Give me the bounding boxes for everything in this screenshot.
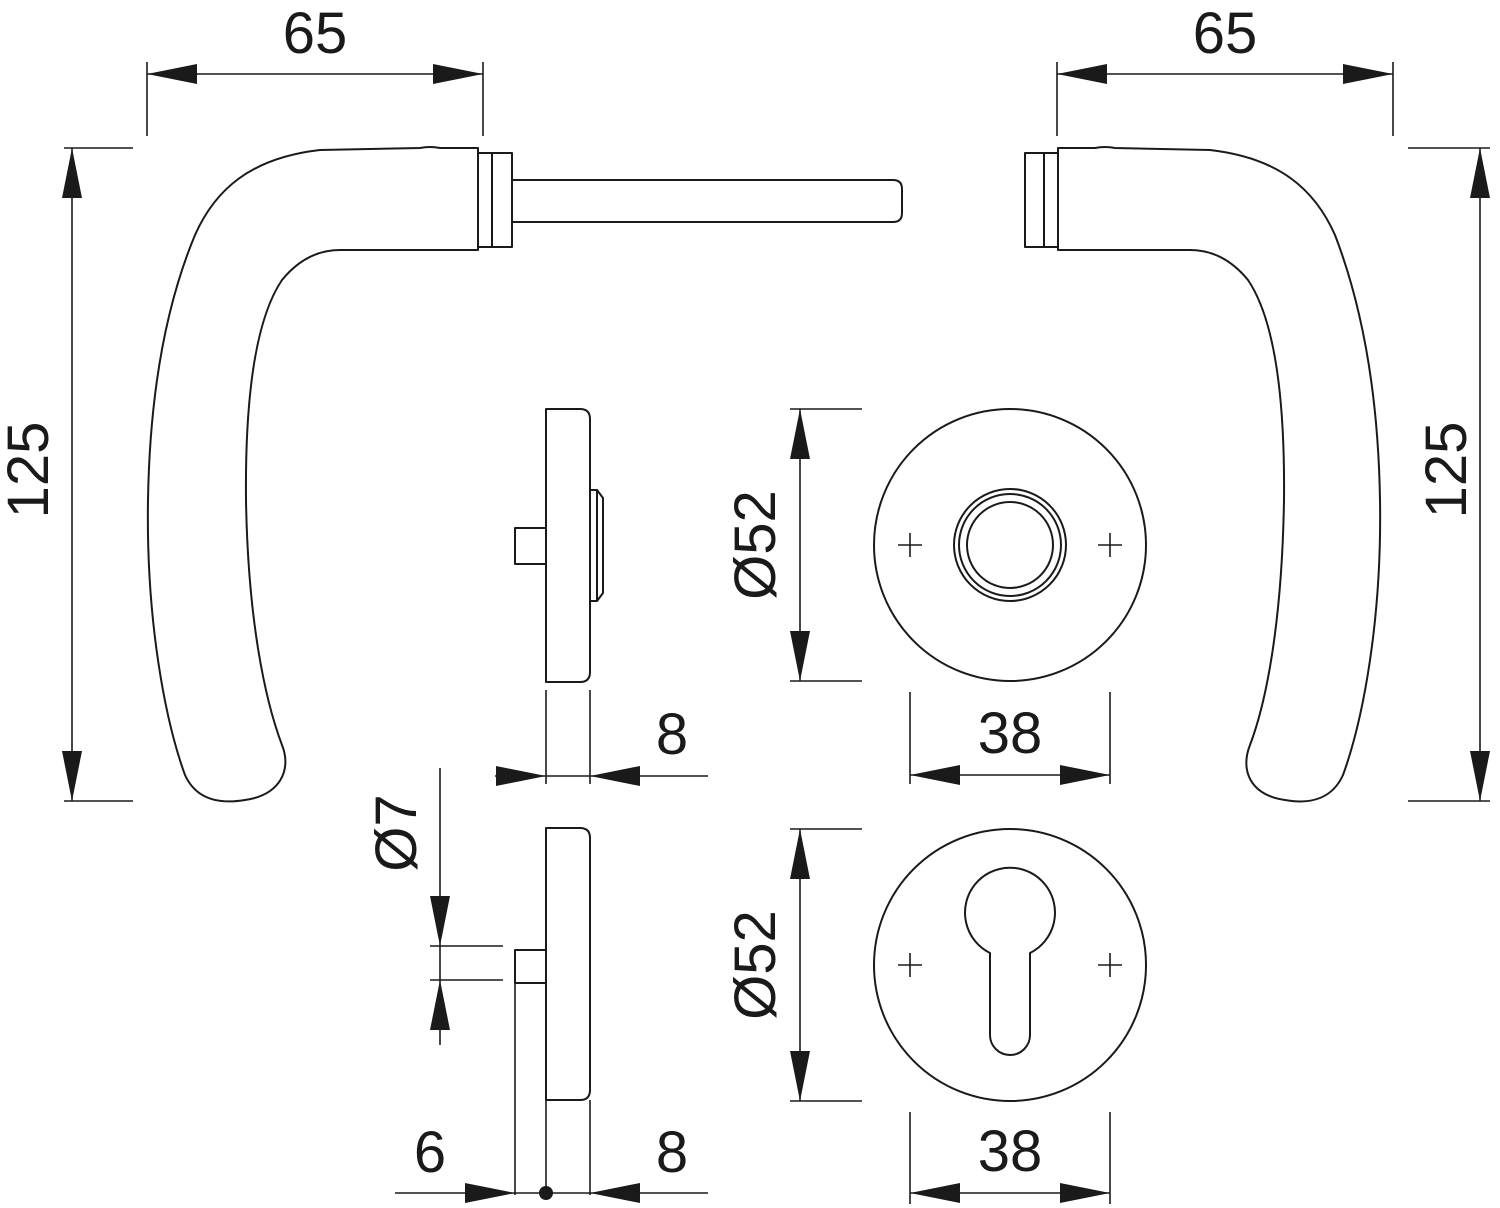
rose-front-view-top xyxy=(873,408,1147,682)
dimension-rose-diameter-top: Ø52 xyxy=(723,408,862,682)
dimension-rose-thickness-bottom: 8 xyxy=(590,1120,688,1203)
rose-side-view-top xyxy=(514,408,604,683)
dimension-screw-spacing-top: 38 xyxy=(909,692,1111,785)
profile-cylinder-keyhole xyxy=(964,866,1056,1056)
dimension-label-rose-thickness-bottom: 8 xyxy=(656,1120,688,1185)
dimension-label-escutcheon-projection: 6 xyxy=(414,1120,446,1185)
left-lever-handle xyxy=(146,146,903,803)
dimension-right-height: 125 xyxy=(1408,147,1490,802)
dimension-label-right-width: 65 xyxy=(1193,1,1258,66)
dimension-left-width: 65 xyxy=(146,1,484,136)
dimension-label-left-width: 65 xyxy=(283,1,348,66)
screw-mark-right-top xyxy=(1098,533,1122,557)
dimension-spindle-diameter: Ø7 xyxy=(364,768,503,1045)
dimension-label-rose-diameter-bottom: Ø52 xyxy=(723,910,788,1020)
dimension-label-screw-spacing-top: 38 xyxy=(978,701,1043,766)
dimension-label-rose-diameter-top: Ø52 xyxy=(723,490,788,600)
dimension-label-left-height: 125 xyxy=(0,422,61,519)
dimension-rose-diameter-bottom: Ø52 xyxy=(723,828,862,1102)
dimension-label-screw-spacing-bottom: 38 xyxy=(978,1119,1043,1184)
dimension-right-width: 65 xyxy=(1056,1,1394,136)
screw-mark-left-top xyxy=(898,533,922,557)
screw-mark-right-bottom xyxy=(1098,953,1122,977)
dimension-screw-spacing-bottom: 38 xyxy=(909,1112,1111,1204)
dimension-label-right-height: 125 xyxy=(1414,422,1479,519)
dimension-label-rose-thickness-top: 8 xyxy=(656,702,688,767)
escutcheon-side-view-bottom xyxy=(514,827,591,1200)
dimension-escutcheon-projection: 6 xyxy=(395,1120,708,1203)
dimension-label-spindle-diameter: Ø7 xyxy=(364,794,429,871)
escutcheon-front-view-bottom xyxy=(873,828,1147,1102)
dimension-left-height: 125 xyxy=(0,147,133,802)
screw-mark-left-bottom xyxy=(898,953,922,977)
dimension-rose-thickness-top: 8 xyxy=(495,690,708,786)
right-lever-handle xyxy=(1024,146,1382,803)
